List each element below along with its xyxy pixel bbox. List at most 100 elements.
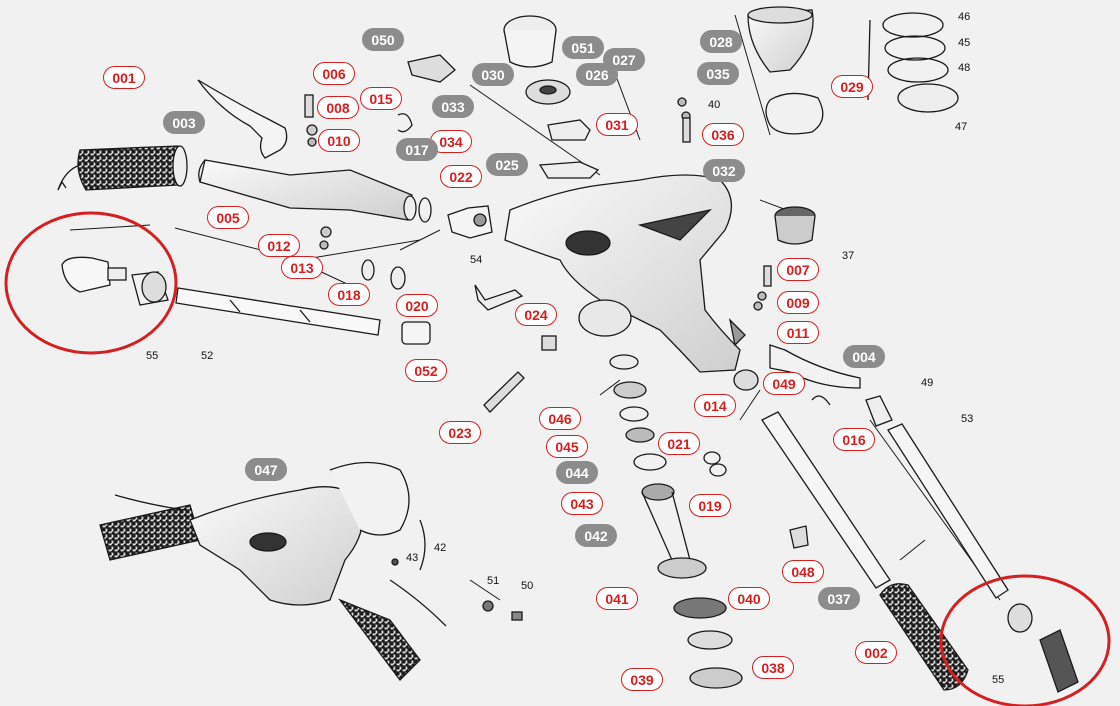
left-switch-drawing [61,256,169,306]
bracket-022-drawing [447,205,493,239]
drawing-number: 46 [958,11,971,23]
tube-037-drawing [761,411,891,589]
hardware-42-43-51-50-drawing [391,519,523,621]
part-callout[interactable]: 001 [103,66,145,89]
part-callout[interactable]: 016 [833,428,875,451]
plate-050-drawing [407,54,456,83]
part-callout[interactable]: 013 [281,256,323,279]
part-callout[interactable]: 020 [396,294,438,317]
part-callout[interactable]: 036 [702,123,744,146]
part-callout[interactable]: 039 [621,668,663,691]
highlight-circle-right [939,574,1111,706]
part-callout[interactable]: 035 [697,62,739,85]
part-callout[interactable]: 037 [818,587,860,610]
small-hardware-right-drawing [753,265,772,311]
part-callout[interactable]: 041 [596,587,638,610]
part-callout[interactable]: 026 [576,63,618,86]
nut-024-drawing [541,335,557,351]
part-callout[interactable]: 034 [430,130,472,153]
shaft-drawing [175,287,381,336]
bracket-031-drawing [547,119,591,141]
left-grip-drawing [57,145,188,191]
headlamp-shell-drawing [747,6,959,113]
drawing-number: 50 [521,580,534,592]
part-callout[interactable]: 051 [562,36,604,59]
part-callout[interactable]: 006 [313,62,355,85]
headset-stack-drawing [609,354,743,689]
handlebar-casting-drawing [504,174,746,373]
fitting-014-drawing [733,369,759,391]
part-callout[interactable]: 038 [752,656,794,679]
part-callout[interactable]: 018 [328,283,370,306]
part-callout[interactable]: 050 [362,28,404,51]
tube-53-drawing [887,423,1009,599]
drawing-number: 42 [434,542,447,554]
part-callout[interactable]: 045 [546,435,588,458]
drawing-number: 52 [201,350,214,362]
tube-49-drawing [865,395,893,427]
part-callout[interactable]: 007 [777,258,819,281]
part-callout[interactable]: 033 [432,95,474,118]
part-callout[interactable]: 010 [318,129,360,152]
part-callout[interactable]: 028 [700,30,742,53]
drawing-number: 43 [406,552,419,564]
right-grip-drawing [879,583,969,691]
part-callout[interactable]: 029 [831,75,873,98]
drawing-number: 55 [146,350,159,362]
part-callout[interactable]: 012 [258,234,300,257]
part-callout[interactable]: 019 [689,494,731,517]
part-callout[interactable]: 023 [439,421,481,444]
part-callout[interactable]: 046 [539,407,581,430]
drawing-number: 47 [955,121,968,133]
right-switch-drawing [1007,603,1079,693]
part-callout[interactable]: 014 [694,394,736,417]
clip-016-drawing [811,395,831,406]
part-callout[interactable]: 017 [396,138,438,161]
drawing-number: 49 [921,377,934,389]
part-callout[interactable]: 021 [658,432,700,455]
clutch-lever-drawing [197,79,288,159]
part-callout[interactable]: 011 [777,321,819,344]
small-hardware-drawing [304,94,432,345]
drawing-number: 40 [708,99,721,111]
cap-37-drawing [774,206,816,245]
part-callout[interactable]: 008 [317,96,359,119]
drawing-number: 48 [958,62,971,74]
part-callout[interactable]: 009 [777,291,819,314]
bolt-023-drawing [483,371,525,413]
assembled-handlebar-drawing [99,461,447,681]
part-callout[interactable]: 049 [763,372,805,395]
part-callout[interactable]: 022 [440,165,482,188]
drawing-number: 55 [992,674,1005,686]
ring-029-drawing [765,92,824,135]
part-callout[interactable]: 004 [843,345,885,368]
part-callout[interactable]: 025 [486,153,528,176]
part-callout[interactable]: 002 [855,641,897,664]
part-callout[interactable]: 044 [556,461,598,484]
highlight-circle-left [4,211,178,355]
drawing-number: 37 [842,250,855,262]
part-callout[interactable]: 024 [515,303,557,326]
part-callout[interactable]: 032 [703,159,745,182]
part-callout[interactable]: 031 [596,113,638,136]
part-callout[interactable]: 043 [561,492,603,515]
drawing-number: 53 [961,413,974,425]
clip-048-drawing [789,525,809,549]
bracket-54-drawing [474,284,524,311]
part-callout[interactable]: 042 [575,524,617,547]
throttle-tube-drawing [198,159,417,221]
part-callout[interactable]: 048 [782,560,824,583]
part-callout[interactable]: 003 [163,111,205,134]
part-callout[interactable]: 047 [245,458,287,481]
drawing-number: 51 [487,575,500,587]
part-callout[interactable]: 040 [728,587,770,610]
screws-035-036-drawing [677,97,691,143]
part-callout[interactable]: 015 [360,87,402,110]
drawing-number: 45 [958,37,971,49]
part-callout[interactable]: 052 [405,359,447,382]
bracket-025-drawing [538,161,600,179]
part-callout[interactable]: 030 [472,63,514,86]
part-callout[interactable]: 005 [207,206,249,229]
